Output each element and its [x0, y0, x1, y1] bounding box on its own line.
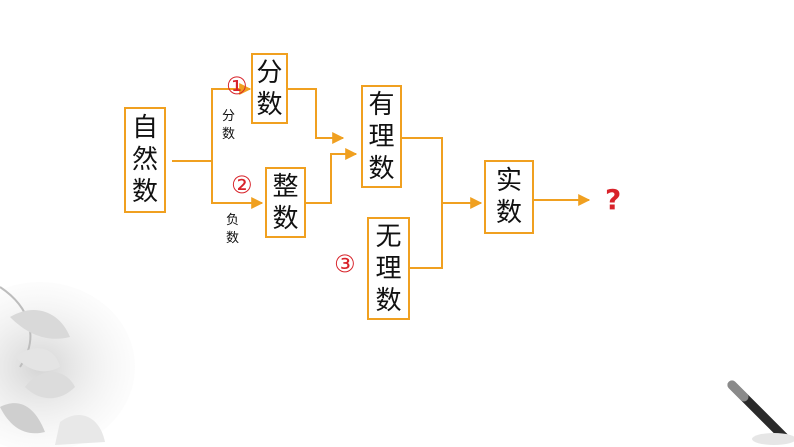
node-char: 数 [495, 198, 522, 228]
edge-rational-merge [402, 137, 443, 203]
edge-to-fraction [211, 83, 252, 161]
node-rational-numbers: 有 理 数 [361, 85, 402, 188]
node-fractions: 分 数 [251, 53, 288, 124]
edge-label-char: 分 [222, 109, 236, 124]
node-irrational-numbers: 无 理 数 [367, 217, 410, 320]
edge-label-fractions: 分 数 [222, 108, 235, 144]
marker-1: ① [226, 72, 248, 100]
unknown-question-mark: ? [605, 183, 622, 216]
node-natural-numbers: 自 然 数 [124, 107, 166, 213]
node-char: 数 [272, 203, 299, 234]
edge-to-integer [211, 161, 264, 209]
marker-2: ② [231, 171, 253, 199]
node-char: 有 [368, 89, 395, 120]
node-char: 理 [368, 121, 395, 152]
edge-fraction-rational [288, 88, 345, 144]
edge-label-negatives: 负 数 [226, 212, 239, 248]
edge-integer-rational [306, 148, 358, 204]
node-real-numbers: 实 数 [484, 160, 534, 234]
lotus-painting [0, 282, 135, 447]
brush-pen [727, 380, 794, 445]
node-integers: 整 数 [265, 167, 306, 238]
node-char: 整 [272, 171, 299, 202]
node-char: 数 [256, 89, 283, 120]
edge-label-char: 数 [222, 127, 236, 142]
node-char: 然 [131, 145, 158, 175]
node-char: 实 [495, 166, 522, 196]
node-char: 分 [256, 57, 283, 88]
marker-3: ③ [334, 250, 356, 278]
node-char: 数 [131, 177, 158, 207]
node-char: 数 [375, 285, 402, 316]
node-char: 数 [368, 153, 395, 184]
node-char: 自 [131, 113, 158, 143]
edge-irrational-merge [410, 203, 443, 269]
edge-label-char: 负 [226, 213, 240, 228]
edge-label-char: 数 [226, 231, 240, 246]
node-char: 无 [375, 221, 402, 252]
node-char: 理 [375, 253, 402, 284]
